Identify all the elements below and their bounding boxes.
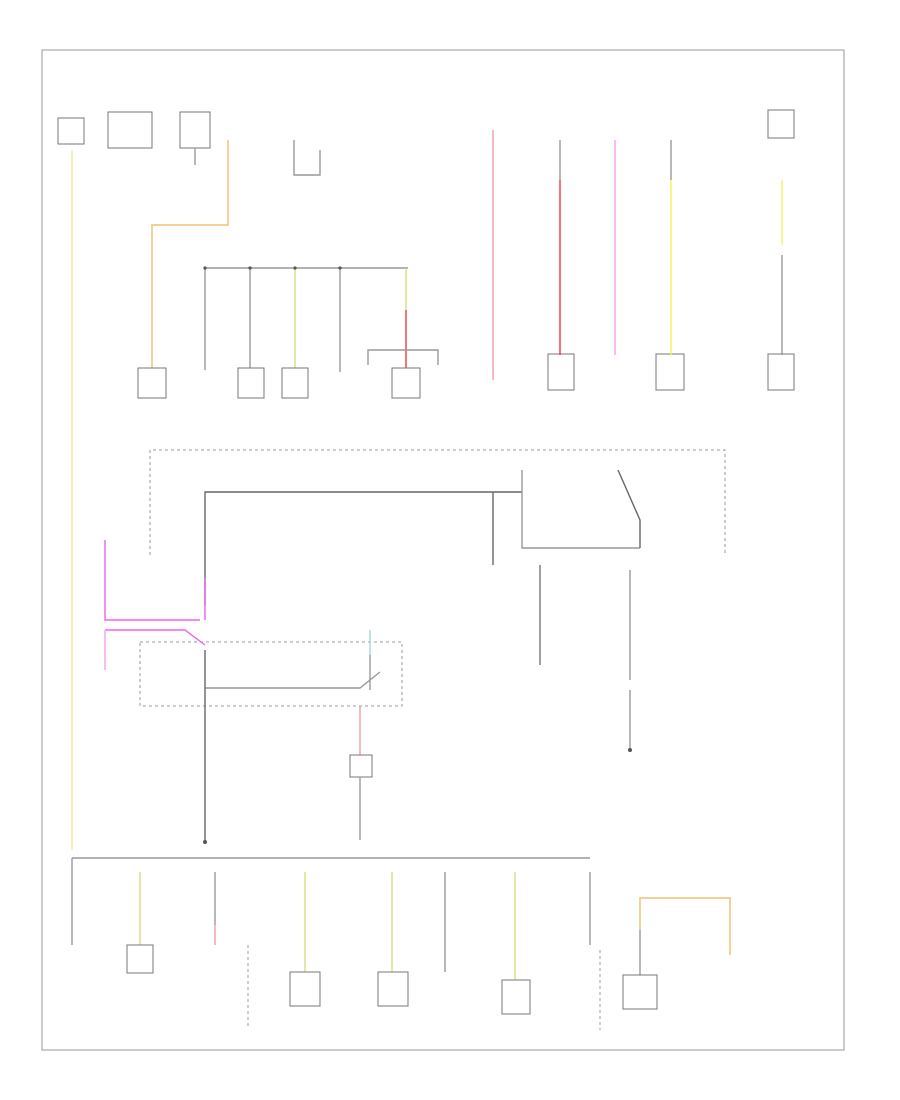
relay-box xyxy=(139,641,403,707)
component-middle xyxy=(349,754,373,778)
bus-lower-drops xyxy=(71,858,591,980)
switch-box-right xyxy=(521,470,640,549)
components-row-2 xyxy=(137,353,795,399)
component-top-3 xyxy=(179,111,211,149)
dashed-box-middle xyxy=(149,449,726,555)
diagram-border xyxy=(41,49,845,1051)
wire-magenta xyxy=(104,540,200,621)
component-top-right xyxy=(767,109,795,139)
component-top-2 xyxy=(107,111,153,149)
wire-orange-lower xyxy=(639,897,731,955)
wire-gray-switch xyxy=(293,140,321,176)
wire-orange xyxy=(151,140,229,372)
wire-middle-top xyxy=(204,491,522,605)
components-bottom xyxy=(126,944,658,1015)
bracket-row-2 xyxy=(367,349,439,365)
relay-inner-wire xyxy=(205,671,381,689)
wire-magenta-2 xyxy=(105,629,206,646)
wire-relay-right xyxy=(617,469,641,548)
bus-upper-drops xyxy=(204,268,407,372)
top-components xyxy=(57,109,795,149)
component-top-1 xyxy=(57,117,85,145)
